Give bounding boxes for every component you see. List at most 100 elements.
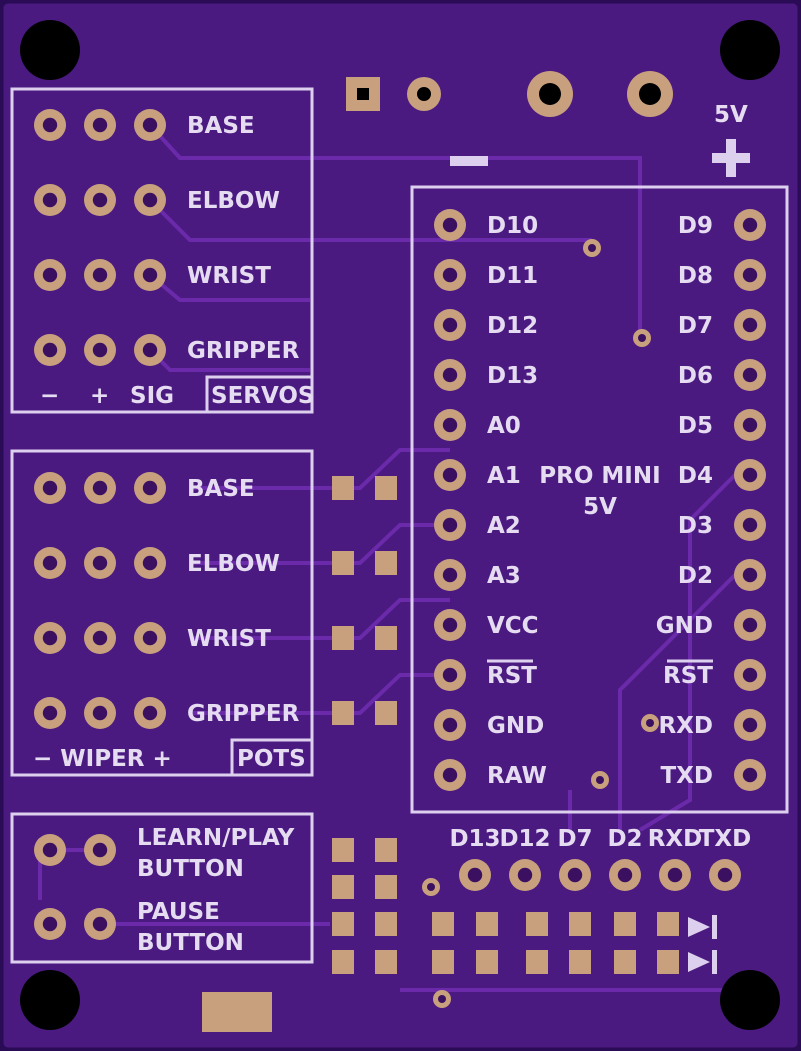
- pad-hole: [442, 217, 458, 233]
- pad-hole: [42, 480, 58, 496]
- pad-hole: [742, 767, 758, 783]
- pro-mini-pin-label: RAW: [487, 763, 547, 789]
- pad-hole: [92, 267, 108, 283]
- pro-mini-section: PRO MINI 5V D10D11D12D13A0A1A2A3VCCRSTGN…: [410, 185, 789, 814]
- pro-mini-pin-label: A3: [487, 563, 521, 589]
- header-pin-label: D13: [449, 826, 500, 852]
- pots-label-box: [230, 738, 314, 777]
- pad-hole: [142, 192, 158, 208]
- pad-hole: [742, 217, 758, 233]
- smd-pad: [614, 912, 636, 936]
- smd-pad: [332, 912, 354, 936]
- servo-row-label: ELBOW: [187, 188, 280, 214]
- pad-hole: [92, 192, 108, 208]
- smd-pad: [332, 838, 354, 862]
- pad-hole: [42, 117, 58, 133]
- pad-hole: [92, 842, 108, 858]
- pro-mini-pin-label: D5: [678, 413, 713, 439]
- smd-pad: [375, 875, 397, 899]
- pad-hole: [92, 117, 108, 133]
- pro-mini-pin-label: RST: [487, 663, 537, 689]
- smd-pad: [614, 950, 636, 974]
- pad-hole: [567, 867, 583, 883]
- pad-hole: [42, 630, 58, 646]
- smd-pad: [432, 950, 454, 974]
- pro-mini-pin-label: D12: [487, 313, 538, 339]
- pro-mini-pin-label: D11: [487, 263, 538, 289]
- led-diodes: [688, 915, 717, 974]
- via-hole: [588, 244, 596, 252]
- pro-mini-pin-label: D9: [678, 213, 713, 239]
- pad-hole: [42, 555, 58, 571]
- header-pin-label: D12: [499, 826, 550, 852]
- round-pad-hole: [639, 83, 661, 105]
- pad-hole: [92, 480, 108, 496]
- via-hole: [638, 334, 646, 342]
- mounting-hole-top-left: [20, 20, 80, 80]
- smd-pad: [375, 950, 397, 974]
- pad-hole: [142, 630, 158, 646]
- smd-pad: [332, 476, 354, 500]
- pad-hole: [142, 480, 158, 496]
- pots-label: POTS: [237, 746, 306, 772]
- pro-mini-outline: [410, 185, 789, 814]
- smd-pad: [375, 701, 397, 725]
- pad-hole: [742, 317, 758, 333]
- voltage-label: 5V: [714, 102, 748, 128]
- smd-pad: [569, 950, 591, 974]
- pot-row-label: BASE: [187, 476, 255, 502]
- pad-hole: [717, 867, 733, 883]
- header-pin-label: D2: [607, 826, 642, 852]
- smd-pad: [476, 950, 498, 974]
- button-label-line2: BUTTON: [137, 930, 244, 956]
- mounting-hole-bottom-right: [720, 970, 780, 1030]
- pad-hole: [517, 867, 533, 883]
- pots-outline: [10, 449, 314, 777]
- mounting-holes: [20, 20, 780, 1030]
- pad-hole: [92, 342, 108, 358]
- smd-pad: [332, 551, 354, 575]
- pro-mini-pin-label: TXD: [660, 763, 713, 789]
- pad-hole: [442, 767, 458, 783]
- pot-row-label: WRIST: [187, 626, 271, 652]
- pot-row-label: GRIPPER: [187, 701, 300, 727]
- square-pad-hole: [357, 88, 369, 100]
- pad-hole: [742, 417, 758, 433]
- pad-hole: [42, 342, 58, 358]
- smd-pad: [476, 912, 498, 936]
- pro-mini-pin-label: GND: [487, 713, 544, 739]
- pro-mini-pin-label: RST: [663, 663, 713, 689]
- pad-hole: [92, 630, 108, 646]
- pad-hole: [442, 667, 458, 683]
- pad-hole: [92, 916, 108, 932]
- smd-pad: [526, 912, 548, 936]
- pad-hole: [742, 667, 758, 683]
- mounting-hole-top-right: [720, 20, 780, 80]
- pro-mini-pin-label: D8: [678, 263, 713, 289]
- pot-row-label: ELBOW: [187, 551, 280, 577]
- pad-hole: [92, 555, 108, 571]
- pad-hole: [617, 867, 633, 883]
- pad-hole: [142, 267, 158, 283]
- pot-resistor-pads: [332, 476, 397, 725]
- led-resistor-pads: [332, 838, 679, 974]
- pad-hole: [142, 342, 158, 358]
- power-connector: 5V: [346, 71, 750, 177]
- diode-bar: [712, 915, 717, 939]
- pad-hole: [467, 867, 483, 883]
- pro-mini-pin-label: A2: [487, 513, 521, 539]
- mounting-hole-bottom-left: [20, 970, 80, 1030]
- diode-bar: [712, 950, 717, 974]
- pro-mini-pin-label: D13: [487, 363, 538, 389]
- pro-mini-pin-label: D6: [678, 363, 713, 389]
- smd-pad: [332, 626, 354, 650]
- pro-mini-pin-label: D10: [487, 213, 538, 239]
- diode-icon: [688, 952, 710, 972]
- minus-symbol: [450, 156, 488, 166]
- pro-mini-pin-label: D7: [678, 313, 713, 339]
- pad-hole: [742, 267, 758, 283]
